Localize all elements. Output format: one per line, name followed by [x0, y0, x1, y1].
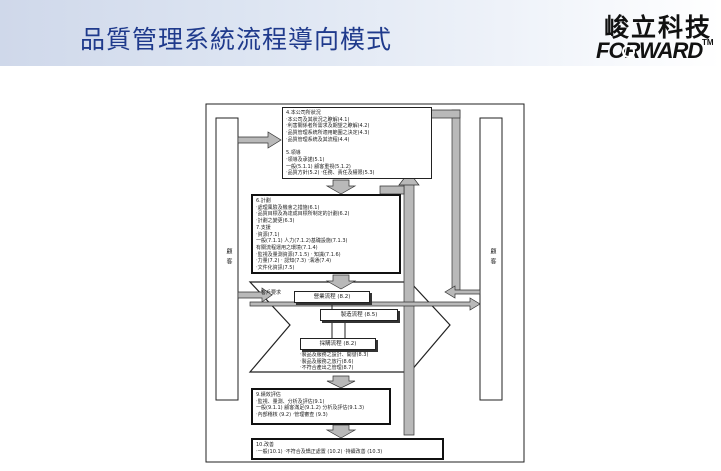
box-planning-support: 6.計劃 ‧處理風險及機會之措施(6.1) ‧品質目標及為達成目標所制定的計劃(… — [251, 194, 401, 274]
customer-label-left: 顧客 — [225, 248, 232, 268]
arrow-customer-to-box4 — [237, 131, 282, 149]
brand-trademark: TM — [702, 38, 714, 47]
arrow-box6-to-box8 — [325, 274, 357, 290]
purchasing-flow-box: 採購流程 (8.2) — [300, 338, 376, 350]
box-improvement: 10.改善 ‧一般(10.1) ‧不符合及矯正處置 (10.2) ‧持續改善 (… — [251, 438, 444, 460]
arrow-left-up — [451, 109, 461, 291]
slide-header — [0, 0, 721, 66]
business-flow-box: 營業流程 (8.2) — [294, 291, 370, 303]
customer-requirement-label: 客戶要求 — [261, 290, 282, 296]
brand-name-cn: 峻立科技 — [604, 13, 713, 42]
arrow-feedback-to-box6 — [379, 185, 405, 195]
arrow-output-right — [249, 297, 481, 311]
customer-column-right — [479, 117, 503, 401]
arrow-box9-to-box10 — [325, 424, 357, 439]
arrow-box4-to-box6 — [325, 179, 357, 195]
box-context-leadership: 4.本公司所狀況 ‧本公司及其狀況之瞭解(4.1) ‧利害關係者所需求及期望之瞭… — [282, 107, 432, 179]
logo-ring-icon — [622, 45, 635, 58]
customer-label-right: 顧客 — [489, 248, 496, 268]
slide-title: 品質管理系統流程導向模式 — [80, 25, 393, 54]
arrow-customer-req-in — [237, 287, 273, 303]
customer-column-left — [215, 117, 239, 401]
arrow-box8-to-box9 — [326, 375, 356, 389]
manufacturing-flow-box: 製造流程 (8.5) — [320, 309, 398, 321]
brand-logo-forward: FORWARD — [596, 38, 703, 63]
box-performance-evaluation: 9.績效評估 ‧監視、量測、分析及評估(9.1) 一般(9.1.1) 顧客滿足(… — [251, 388, 391, 425]
box-operation-notes: ‧製品及服務之設計、開發(8.3) ‧製品及服務之放行(8.6) ‧不符合產出之… — [300, 352, 369, 372]
arrow-right-column-in — [444, 285, 481, 299]
arrow-feedback-up — [403, 181, 415, 436]
